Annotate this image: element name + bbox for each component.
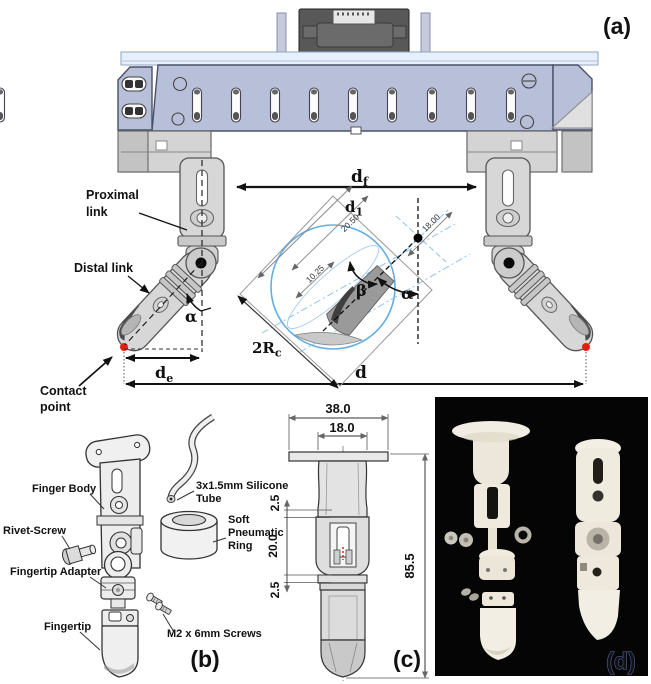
photo-assembled-finger [575, 439, 621, 640]
right-post [420, 12, 431, 55]
panel-c-section-drawing: 38.0 18.0 85.5 2.5 20.0 2.5 (c) [266, 401, 429, 681]
dim-18-00: 18.00 [420, 212, 442, 234]
svg-text:point: point [40, 400, 71, 414]
svg-text:Finger Body: Finger Body [32, 483, 97, 495]
rivet-screw-callout: Rivet-Screw [3, 525, 71, 550]
right-finger [483, 157, 601, 360]
panel-a-gripper-assembly: α df de d [0, 8, 631, 414]
left-post [276, 12, 287, 55]
fingertip-adapter-drawing [100, 550, 136, 609]
alpha-label-left-finger: α [185, 307, 197, 326]
svg-text:Pneumatic: Pneumatic [228, 527, 284, 539]
dim-20: 20.0 [266, 534, 280, 558]
crossbar [0, 64, 593, 135]
rc-dimension-arrow [237, 295, 339, 389]
cross-section-diagram [237, 185, 471, 389]
m2-screws-callout: M2 x 6mm Screws [162, 613, 262, 640]
m2-screws-drawing [146, 592, 172, 615]
dim-2-5-top: 2.5 [268, 494, 282, 511]
motor-connector [332, 9, 376, 25]
silicone-tube-callout: 3x1.5mm Silicone Tube [176, 480, 288, 505]
bracket-slots [121, 76, 147, 119]
right-carriage [466, 130, 593, 173]
svg-text:M2 x 6mm Screws: M2 x 6mm Screws [167, 628, 262, 640]
d-dimension-label: d [355, 363, 367, 383]
finger-body-drawing [85, 434, 151, 569]
dim-85-5: 85.5 [402, 553, 417, 578]
left-finger-construction [124, 160, 212, 352]
svg-text:link: link [86, 205, 108, 219]
panel-a-label: (a) [603, 13, 631, 39]
svg-text:Soft: Soft [228, 514, 250, 526]
svg-text:Ring: Ring [228, 540, 252, 552]
silicone-tube-drawing [166, 414, 215, 503]
fingertip-adapter-callout: Fingertip Adapter [10, 566, 107, 589]
rivet-screw-drawing [61, 544, 97, 565]
svg-text:Tube: Tube [196, 493, 221, 505]
distal-link-callout: Distal link [74, 261, 150, 294]
beta-label: β [356, 281, 367, 300]
df-dimension-label: df [351, 167, 369, 189]
de-dimension-label: de [155, 363, 173, 385]
panel-c-label: (c) [393, 646, 421, 672]
rc-dimension-label: 2Rc [252, 339, 282, 360]
alpha-label-diagram: α [401, 284, 413, 303]
svg-text:3x1.5mm Silicone: 3x1.5mm Silicone [196, 480, 288, 492]
svg-text:Fingertip: Fingertip [44, 621, 91, 633]
svg-text:Distal link: Distal link [74, 261, 133, 275]
fingertip-callout: Fingertip [44, 621, 101, 651]
proximal-link-callout: Proximal link [86, 188, 188, 231]
top-plate [120, 51, 599, 66]
svg-text:Rivet-Screw: Rivet-Screw [3, 525, 66, 537]
dim-38: 38.0 [325, 401, 350, 416]
panel-b-label: (b) [190, 646, 219, 672]
dim-2-5-bottom: 2.5 [268, 581, 282, 598]
photo-exploded-finger [444, 421, 532, 660]
panel-d-label: (d) [606, 648, 635, 674]
actuator-assembly [276, 8, 431, 57]
dim-10-25: 10.25 [304, 263, 326, 285]
panel-d-photo: (d) [435, 397, 648, 676]
pneumatic-ring-callout: Soft Pneumatic Ring [212, 514, 284, 552]
svg-text:Contact: Contact [40, 384, 87, 398]
d1-dimension-label: d1 [345, 198, 363, 219]
dim-18: 18.0 [329, 420, 354, 435]
fingertip-drawing [101, 609, 139, 678]
flange [288, 451, 389, 462]
pneumatic-ring-drawing [160, 510, 218, 560]
svg-text:Proximal: Proximal [86, 188, 139, 202]
crossbar-slots [0, 87, 517, 123]
svg-text:Fingertip Adapter: Fingertip Adapter [10, 566, 102, 578]
contact-point-callout: Contact point [40, 356, 113, 414]
panel-b-exploded-view: Finger Body Rivet-Screw Fingertip Adapte… [3, 414, 288, 678]
finger-body-callout: Finger Body [32, 483, 105, 510]
